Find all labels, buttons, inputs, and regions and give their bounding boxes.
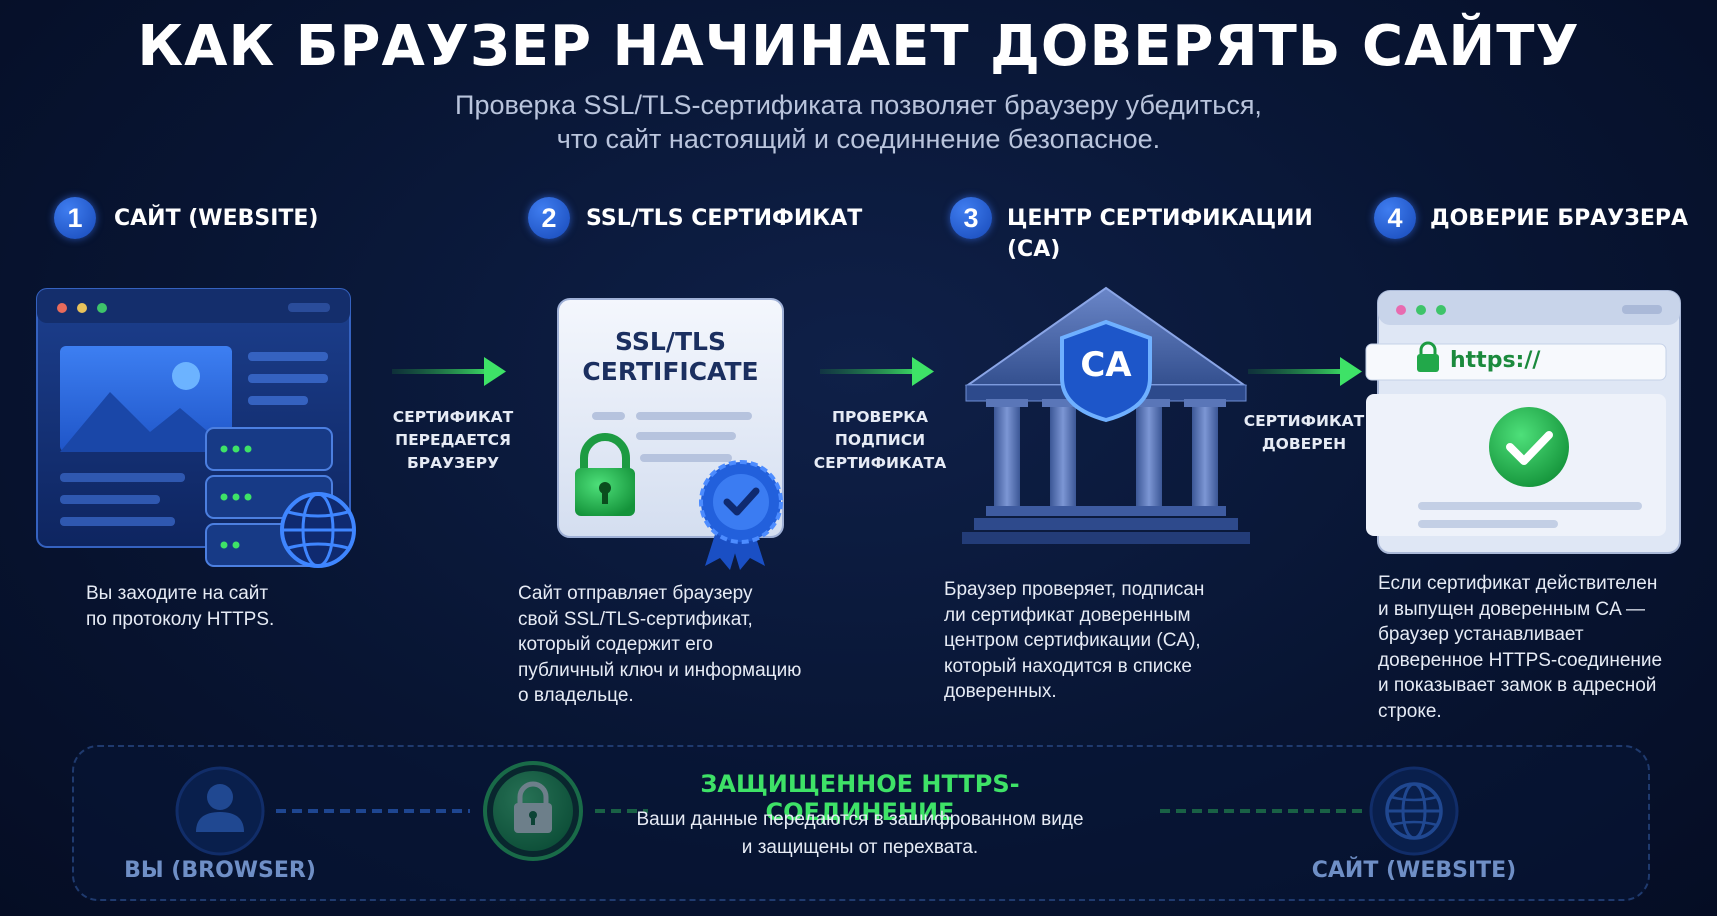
website-label: САЙТ (WEBSITE) bbox=[1311, 858, 1517, 883]
description-line: строке. bbox=[1378, 700, 1442, 722]
arrow-right-icon bbox=[820, 357, 934, 386]
description-line: Браузер проверяет, подписан bbox=[944, 579, 1205, 600]
step-2-number: 2 bbox=[528, 197, 570, 239]
certificate-title: SSL/TLS CERTIFICATE bbox=[558, 327, 783, 387]
step-3-description: Браузер проверяет, подписан ли сертифика… bbox=[944, 577, 1274, 705]
secure-connection-title: ЗАЩИЩЕННОЕ HTTPS-СОЕДИНЕНИЕ bbox=[700, 770, 1020, 826]
step-2-title: SSL/TLS СЕРТИФИКАТ bbox=[586, 206, 863, 231]
arrow-1-label: СЕРТИФИКАТ ПЕРЕДАЕТСЯ БРАУЗЕРУ bbox=[380, 406, 526, 475]
description-line: и показывает замок в адресной bbox=[1378, 675, 1657, 696]
description-line: доверенных. bbox=[944, 681, 1057, 702]
certificate-title-line-1: SSL/TLS bbox=[615, 327, 726, 356]
step-1-description: Вы заходите на сайт по протоколу HTTPS. bbox=[86, 581, 386, 632]
lock-icon bbox=[575, 433, 635, 516]
arrow-2-label-line: ПРОВЕРКА bbox=[832, 408, 928, 426]
arrow-right-icon bbox=[1248, 357, 1362, 386]
arrow-2-label: ПРОВЕРКА ПОДПИСИ СЕРТИФИКАТА bbox=[800, 406, 960, 475]
description-line: Вы заходите на сайт bbox=[86, 583, 269, 604]
description-line: по протоколу HTTPS. bbox=[86, 608, 275, 630]
description-line: ли сертификат доверенным bbox=[944, 604, 1191, 626]
browser-label: ВЫ (BROWSER) bbox=[124, 858, 316, 883]
description-line: который содержит его bbox=[518, 634, 713, 655]
globe-icon bbox=[280, 492, 356, 568]
arrow-3-label: СЕРТИФИКАТ ДОВЕРЕН bbox=[1232, 410, 1376, 456]
step-1-title: САЙТ (WEBSITE) bbox=[114, 206, 319, 231]
url-text: https:// bbox=[1450, 348, 1541, 373]
url-lock-icon bbox=[1417, 341, 1439, 372]
secure-connection-panel bbox=[72, 745, 1650, 901]
arrow-1-label-line: СЕРТИФИКАТ bbox=[392, 408, 514, 426]
step-1-number: 1 bbox=[54, 197, 96, 239]
arrow-right-icon bbox=[392, 357, 506, 386]
arrow-3-label-line: ДОВЕРЕН bbox=[1261, 435, 1347, 453]
description-line: который находится в списке bbox=[944, 655, 1192, 677]
subtitle-line-1: Проверка SSL/TLS-сертификата позволяет б… bbox=[455, 90, 1262, 120]
description-line: Если сертификат действителен bbox=[1378, 573, 1658, 594]
description-line: центром сертификации (CA), bbox=[944, 630, 1201, 651]
page-title: КАК БРАУЗЕР НАЧИНАЕТ ДОВЕРЯТЬ САЙТУ bbox=[137, 14, 1580, 79]
secure-connection-text: Ваши данные передаются в зашифрованном в… bbox=[610, 806, 1110, 862]
shield-icon bbox=[1060, 319, 1152, 423]
arrow-3-label-line: СЕРТИФИКАТ bbox=[1243, 412, 1365, 430]
step-3-number: 3 bbox=[950, 197, 992, 239]
description-line: браузер устанавливает bbox=[1378, 624, 1584, 645]
step-4-title: ДОВЕРИЕ БРАУЗЕРА bbox=[1430, 206, 1689, 231]
arrow-1-label-line: ПЕРЕДАЕТСЯ bbox=[395, 431, 511, 449]
badge-check-icon bbox=[699, 460, 783, 570]
certificate-title-line-2: CERTIFICATE bbox=[582, 357, 759, 386]
secure-connection-text-line: и защищены от перехвата. bbox=[741, 837, 979, 858]
step-2-description: Сайт отправляет браузеру свой SSL/TLS-се… bbox=[518, 581, 848, 709]
description-line: доверенное HTTPS-соединение bbox=[1378, 649, 1663, 671]
bank-building-icon bbox=[962, 286, 1250, 544]
check-circle-icon bbox=[1489, 407, 1569, 487]
step-3-title-line-2: (CA) bbox=[1007, 237, 1061, 262]
arrow-1-label-line: БРАУЗЕРУ bbox=[406, 454, 500, 472]
step-3-title-line-1: ЦЕНТР СЕРТИФИКАЦИИ bbox=[1007, 206, 1313, 231]
description-line: свой SSL/TLS-сертификат, bbox=[518, 608, 753, 630]
step-4-number: 4 bbox=[1374, 197, 1416, 239]
step-4-description: Если сертификат действителен и выпущен д… bbox=[1378, 571, 1698, 724]
browser-window-icon bbox=[1365, 290, 1681, 554]
secure-connection-text-line: Ваши данные передаются в зашифрованном в… bbox=[636, 809, 1084, 830]
arrow-2-label-line: СЕРТИФИКАТА bbox=[813, 454, 947, 472]
description-line: Сайт отправляет браузеру bbox=[518, 583, 753, 604]
ca-shield-text: CA bbox=[1080, 345, 1132, 385]
description-line: и выпущен доверенным CA — bbox=[1378, 598, 1646, 620]
server-icon bbox=[205, 427, 333, 567]
description-line: о владельце. bbox=[518, 685, 634, 706]
website-window-icon bbox=[36, 288, 351, 548]
subtitle-line-2: что сайт настоящий и соединнение безопас… bbox=[556, 124, 1161, 154]
arrow-2-label-line: ПОДПИСИ bbox=[834, 431, 926, 449]
description-line: публичный ключ и информацию bbox=[518, 659, 802, 681]
